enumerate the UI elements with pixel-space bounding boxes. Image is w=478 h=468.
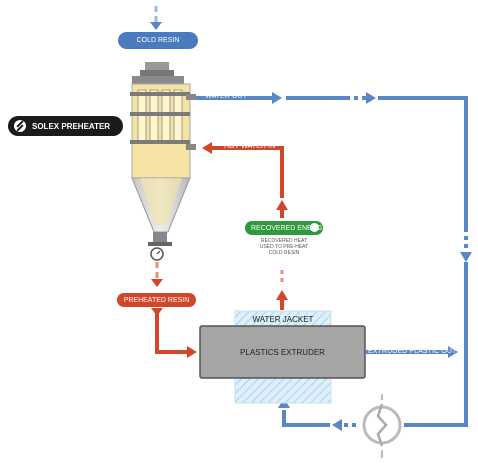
recovered-note-line-3: COLD RESIN — [268, 250, 300, 256]
heat-exchanger-icon — [362, 394, 402, 458]
solex-preheater-badge: SOLEX PREHEATER — [8, 116, 123, 136]
recovered-energy-label: RECOVERED ENERGY — [251, 224, 327, 232]
extruded-plastic-out-label: EXTRUDED PLASTIC OUT — [368, 348, 457, 355]
solex-preheater-label: SOLEX PREHEATER — [32, 121, 111, 131]
water-jacket-label: WATER JACKET — [252, 314, 314, 324]
recovered-note-line-1: RECOVERED HEAT — [260, 238, 308, 244]
cold-resin-inlet-arrow — [150, 6, 162, 30]
recovered-energy-badge: RECOVERED ENERGY — [245, 221, 327, 235]
preheater-vessel — [130, 62, 196, 246]
extruded-plastic-out-flow — [365, 346, 458, 358]
solex-logo-icon — [14, 120, 26, 132]
gauge-icon — [150, 247, 164, 261]
hot-water-in-flow — [202, 142, 288, 310]
hot-water-in-label: HOT WATER IN — [224, 143, 276, 150]
preheated-resin-flow — [151, 262, 197, 358]
recovered-note-line-2: USED TO PRE-HEAT — [259, 244, 309, 250]
water-out-label: WATER OUT — [205, 93, 248, 100]
water-out-flow — [196, 92, 472, 427]
cold-resin-label: COLD RESIN — [118, 32, 198, 49]
plastics-extruder-label: PLASTICS EXTRUDER — [240, 347, 325, 357]
recycle-icon — [310, 223, 319, 232]
preheated-resin-label: PREHEATED RESIN — [117, 293, 196, 307]
recovered-energy-note: RECOVERED HEAT USED TO PRE-HEAT COLD RES… — [258, 238, 310, 256]
